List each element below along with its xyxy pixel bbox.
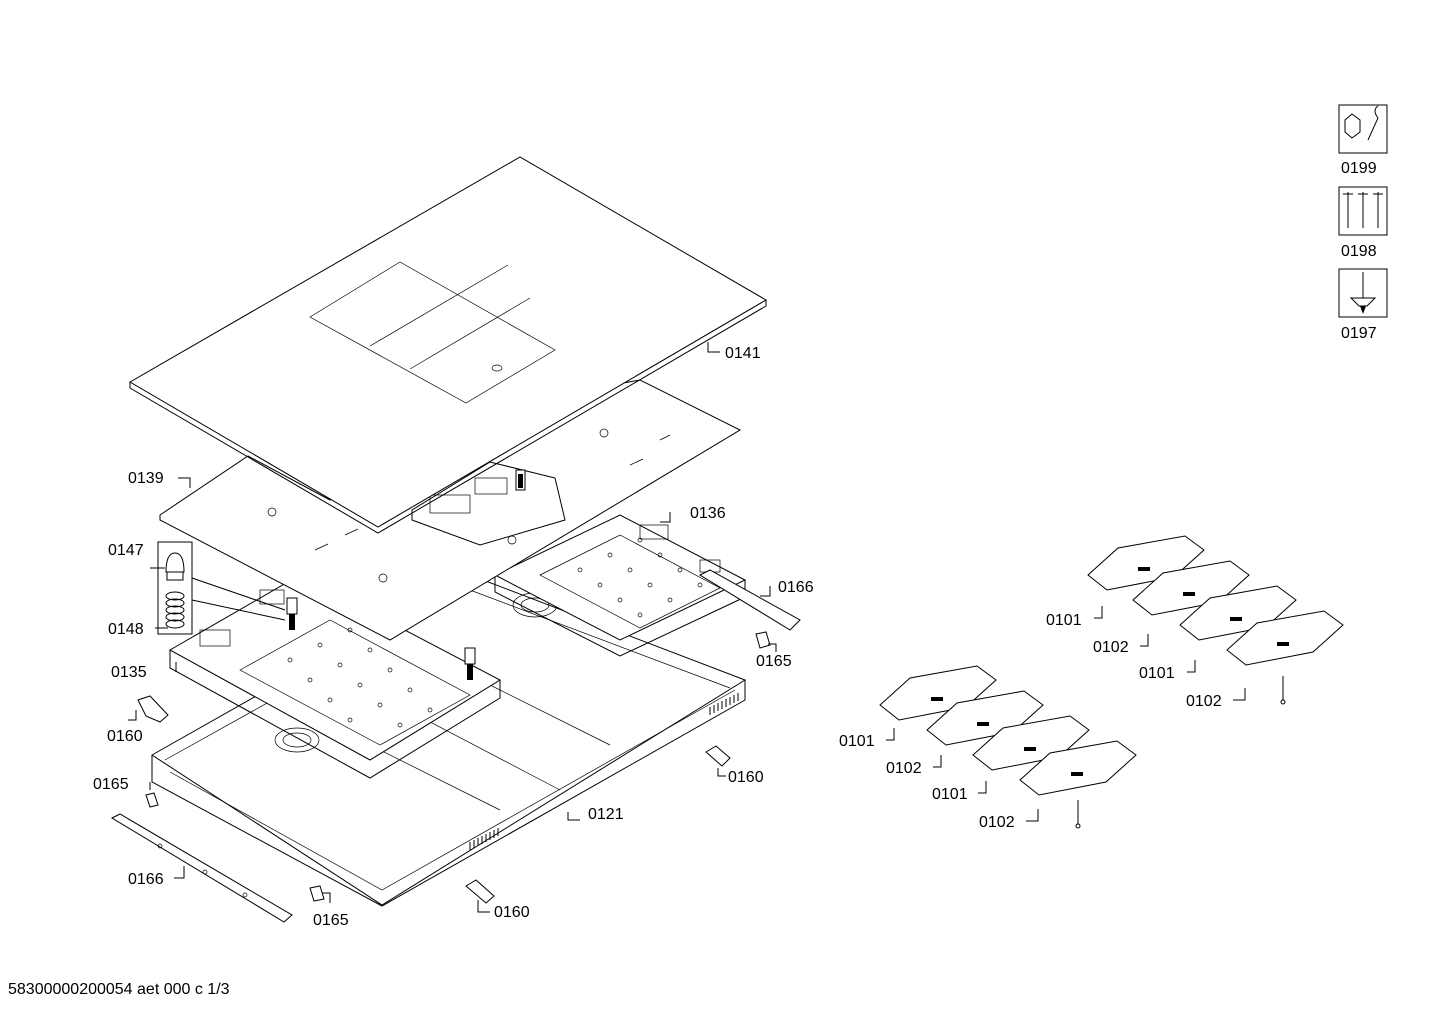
- callout-0148: 0148: [108, 621, 144, 638]
- callout-coil-0101-a: 0101: [1046, 612, 1082, 629]
- callout-coil-0101-d: 0101: [932, 786, 968, 803]
- callout-labels: 0141 0139 0147 0148 0135 0136 0166 0165 …: [93, 160, 1377, 929]
- right-module: [493, 514, 747, 657]
- screwdriver-icon: [1338, 268, 1388, 318]
- clip-0165-bottom: [309, 885, 325, 902]
- callout-0160-left: 0160: [107, 728, 143, 745]
- callout-0139: 0139: [128, 470, 164, 487]
- callout-0121: 0121: [588, 806, 624, 823]
- tool-label-0198: 0198: [1341, 243, 1377, 260]
- callout-0141: 0141: [725, 345, 761, 362]
- document-footer: 58300000200054 aet 000 c 1/3: [8, 981, 230, 998]
- callout-0166-left: 0166: [128, 871, 164, 888]
- tool-label-0197: 0197: [1341, 325, 1377, 342]
- callout-0165-bottom: 0165: [313, 912, 349, 929]
- clip-0165-right: [755, 631, 771, 649]
- callout-0135: 0135: [111, 664, 147, 681]
- clip-0160-right: [705, 745, 731, 767]
- callout-coil-0101-c: 0101: [839, 733, 875, 750]
- clip-0160-bottom: [465, 879, 495, 904]
- clip-0165-left: [145, 792, 159, 808]
- callout-0136: 0136: [690, 505, 726, 522]
- callout-coil-0101-b: 0101: [1139, 665, 1175, 682]
- tool-label-0199: 0199: [1341, 160, 1377, 177]
- callout-coil-0102-c: 0102: [886, 760, 922, 777]
- callout-coil-0102-d: 0102: [979, 814, 1015, 831]
- side-rail-left: [110, 813, 293, 923]
- spring-inset: [157, 541, 286, 635]
- callout-0160-right: 0160: [728, 769, 764, 786]
- coil-row-1: [1087, 535, 1344, 705]
- callout-coil-0102-a: 0102: [1093, 639, 1129, 656]
- clip-0160-left: [137, 695, 169, 723]
- coil-row-2: [879, 665, 1137, 829]
- callout-0166-right: 0166: [778, 579, 814, 596]
- callout-0165-right: 0165: [756, 653, 792, 670]
- wrench-icon: [1338, 104, 1388, 154]
- glass-ceramic-top: [129, 156, 767, 534]
- spring-center: [464, 647, 476, 680]
- callout-0160-bottom: 0160: [494, 904, 530, 921]
- callout-0165-left: 0165: [93, 776, 129, 793]
- spring-left: [286, 597, 298, 630]
- side-rail-right: [698, 569, 801, 631]
- callout-coil-0102-b: 0102: [1186, 693, 1222, 710]
- leader-lines: [128, 342, 1246, 913]
- screws-icon: [1338, 186, 1388, 236]
- callout-0147: 0147: [108, 542, 144, 559]
